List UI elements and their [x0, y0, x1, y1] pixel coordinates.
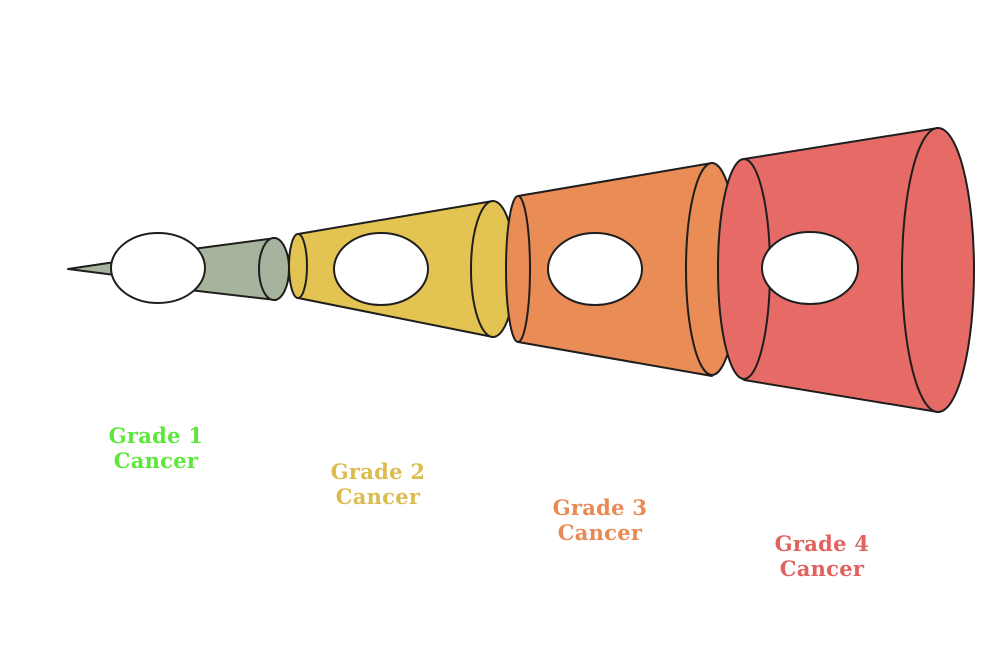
grade-1-label: Grade 1 Cancer	[66, 423, 246, 473]
grade-1-spike	[67, 261, 116, 276]
grade-2-label: Grade 2 Cancer	[288, 459, 468, 509]
grade-3-label-line2: Cancer	[557, 520, 643, 545]
grade-1-label-line1: Grade 1	[108, 423, 204, 448]
grade-4-cone-end	[901, 127, 975, 413]
grade-3-label: Grade 3 Cancer	[510, 495, 690, 545]
grade-2-label-line1: Grade 2	[330, 459, 426, 484]
grade-2-cell	[333, 232, 429, 306]
grade-3-label-line1: Grade 3	[552, 495, 648, 520]
grade-3-cone-back	[505, 195, 531, 343]
grade-1-cone	[67, 232, 290, 304]
grade-3-cell	[547, 232, 643, 306]
grade-4-label-line2: Cancer	[779, 556, 865, 581]
grade-3-cone	[505, 162, 739, 377]
grade-2-label-line2: Cancer	[335, 484, 421, 509]
grade-1-cone-end	[258, 237, 290, 301]
grade-1-cell	[110, 232, 206, 304]
grade-4-cone	[717, 127, 975, 413]
grade-4-label-line1: Grade 4	[774, 531, 870, 556]
grade-2-cone-back	[288, 233, 308, 299]
grade-4-cell	[761, 231, 859, 305]
grade-2-cone	[288, 200, 516, 338]
grade-4-label: Grade 4 Cancer	[732, 531, 912, 581]
grade-1-label-line2: Cancer	[113, 448, 199, 473]
